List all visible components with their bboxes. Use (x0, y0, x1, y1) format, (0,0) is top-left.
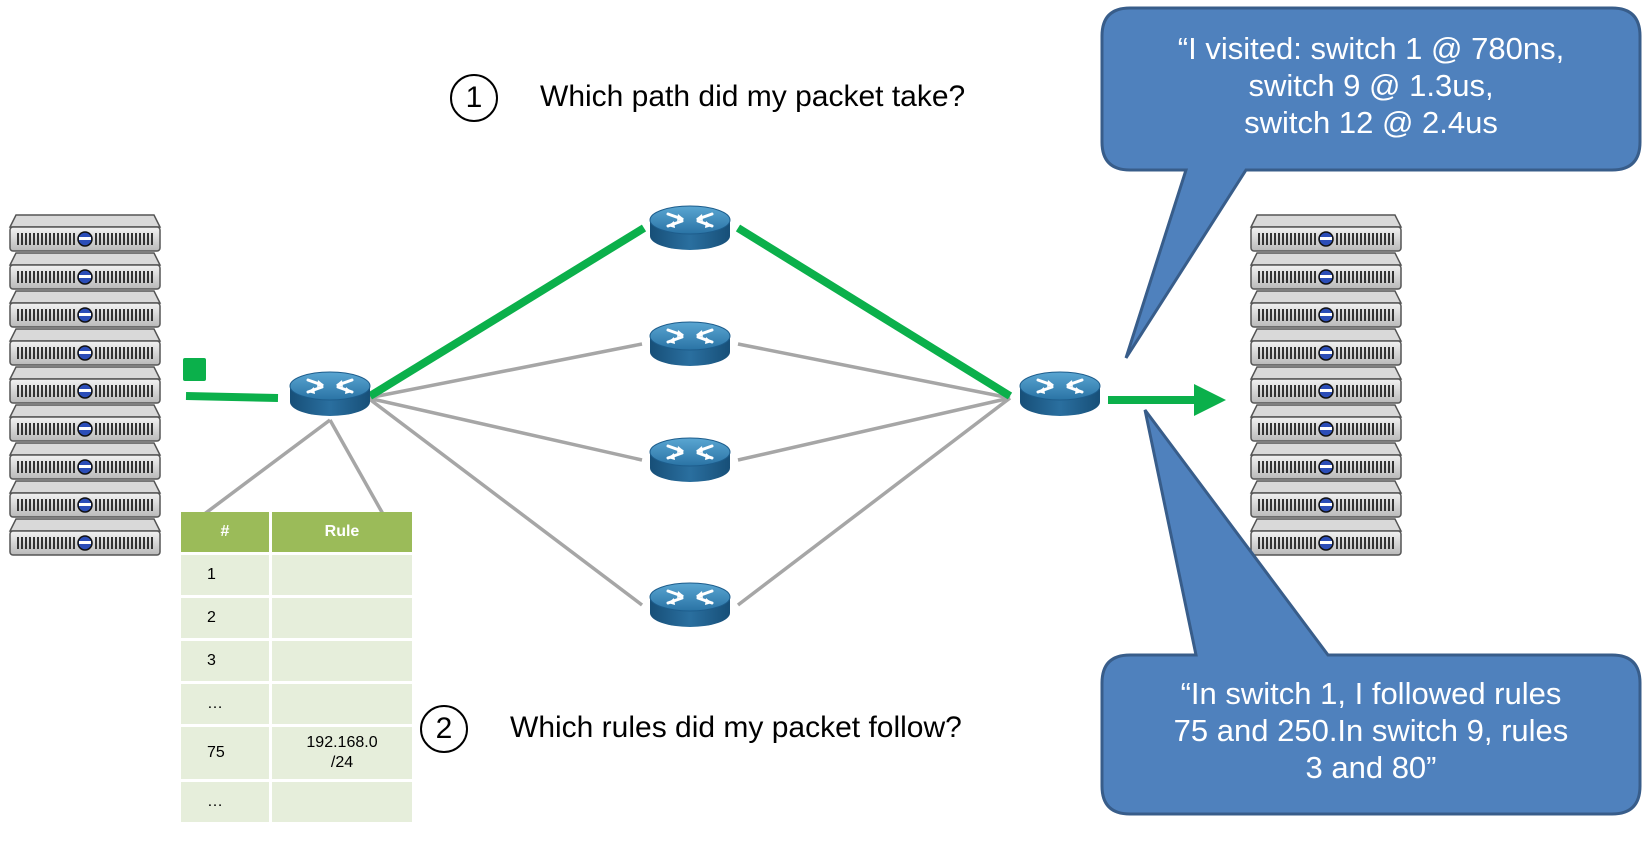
table-row: 3 (181, 641, 412, 681)
alt-links (181, 342, 1012, 607)
server-rack-icon (9, 214, 161, 556)
callout-path-text: “I visited: switch 1 @ 780ns, switch 9 @… (1104, 30, 1638, 141)
row-rule (272, 598, 412, 638)
callout-rules-line: “In switch 1, I followed rules (1180, 676, 1562, 711)
callout-path-answer (1100, 6, 1642, 359)
table-row: … (181, 782, 412, 822)
callout-path-line: switch 12 @ 2.4us (1244, 105, 1498, 140)
row-number: … (181, 782, 272, 822)
table-row: 2 (181, 598, 412, 638)
row-rule (272, 782, 412, 822)
question-rules: Which rules did my packet follow? (510, 711, 962, 744)
callout-path-line: “I visited: switch 1 @ 780ns, (1177, 31, 1565, 66)
rule-table-header: # Rule (181, 512, 412, 552)
row-number: 1 (181, 555, 272, 595)
table-row: … (181, 684, 412, 724)
packet-square-icon (183, 358, 206, 381)
rule-table: # Rule 1 2 3 … 75 192.168.0 /24 … (181, 509, 412, 825)
question-number-1: 1 (450, 74, 498, 122)
callout-rules-answer (1100, 409, 1642, 816)
header-rule: Rule (272, 512, 412, 552)
router-icon (1018, 370, 1102, 418)
router-icon (648, 436, 732, 484)
router-icon (288, 370, 372, 418)
packet-path (185, 224, 1196, 404)
callout-rules-text: “In switch 1, I followed rules 75 and 25… (1104, 675, 1638, 786)
row-rule (272, 641, 412, 681)
row-rule (272, 555, 412, 595)
row-rule: 192.168.0 /24 (272, 727, 412, 779)
question-number-2: 2 (420, 705, 468, 753)
row-rule (272, 684, 412, 724)
row-number: 2 (181, 598, 272, 638)
server-rack-icon (1250, 214, 1402, 556)
row-number: 3 (181, 641, 272, 681)
row-number: … (181, 684, 272, 724)
question-path: Which path did my packet take? (540, 80, 966, 113)
row-number: 75 (181, 727, 272, 779)
table-row: 75 192.168.0 /24 (181, 727, 412, 779)
router-icon (648, 204, 732, 252)
header-number: # (181, 512, 272, 552)
router-icon (648, 320, 732, 368)
callout-rules-line: 75 and 250.In switch 9, rules (1173, 713, 1569, 748)
callout-path-line: switch 9 @ 1.3us, (1248, 68, 1494, 103)
packet-arrowhead (1194, 384, 1226, 416)
table-row: 1 (181, 555, 412, 595)
router-icon (648, 581, 732, 629)
callout-rules-line: 3 and 80” (1305, 750, 1437, 785)
